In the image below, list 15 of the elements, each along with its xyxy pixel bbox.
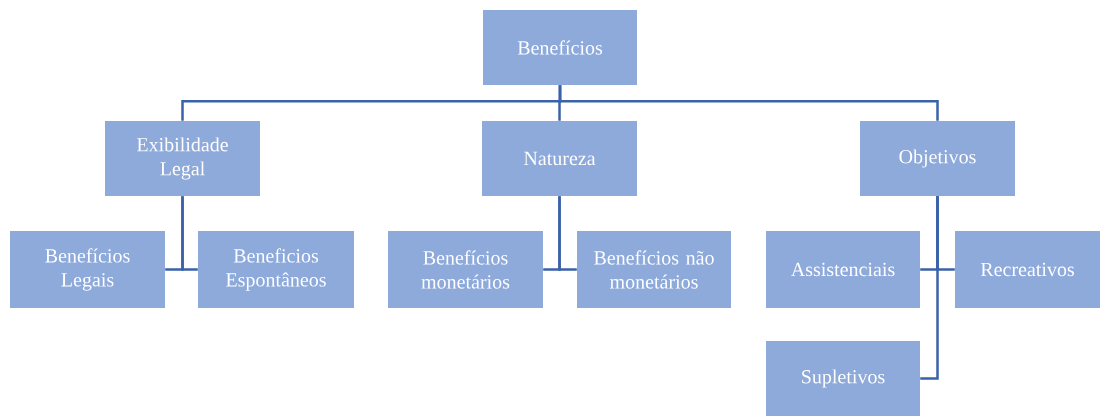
box: Beneficios Espontâneos <box>198 231 354 308</box>
box: Exibilidade Legal <box>105 121 260 196</box>
box: Objetivos <box>860 121 1015 196</box>
connector-line <box>558 196 577 271</box>
connector-line <box>920 196 939 380</box>
box: Recreativos <box>955 231 1100 308</box>
box: Supletivos <box>766 341 920 416</box>
box: Benefícios Legais <box>10 231 165 308</box>
box: Benefícios <box>483 10 637 85</box>
connector-line <box>181 196 198 271</box>
box: Benefícios não monetários <box>577 231 731 308</box>
box: Assistenciais <box>766 231 920 308</box>
box: Natureza <box>482 121 637 196</box>
connector-line <box>558 85 939 121</box>
box: Benefícios monetários <box>388 231 543 308</box>
